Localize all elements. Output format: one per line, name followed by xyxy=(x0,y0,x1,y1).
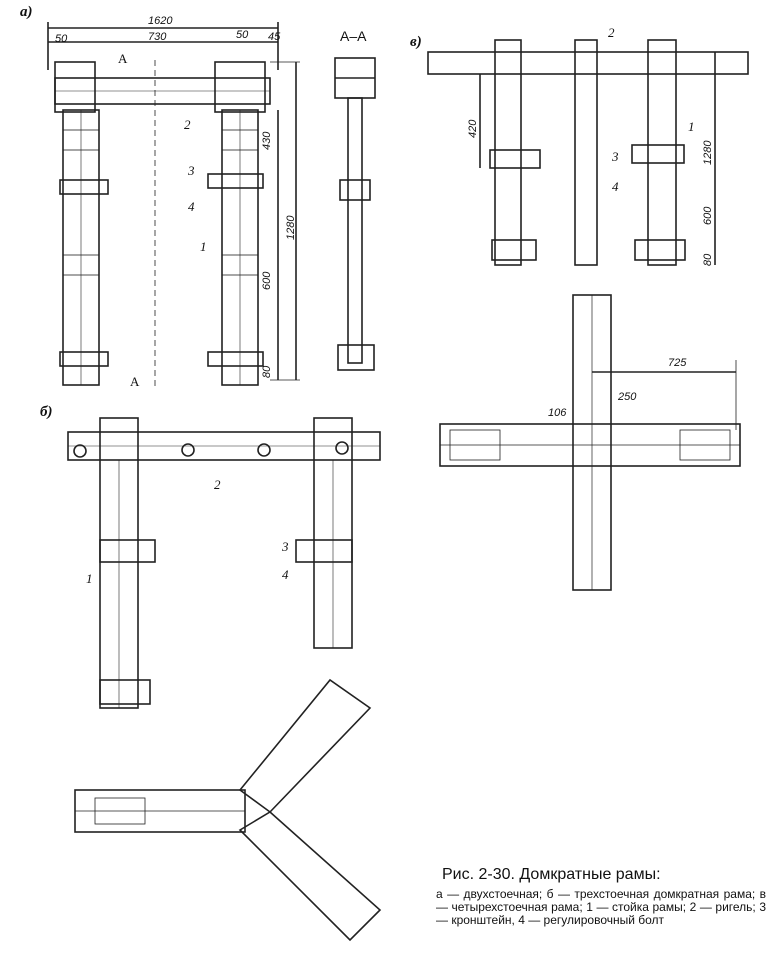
label-a-2: 2 xyxy=(184,117,191,132)
dim-a-left: 50 xyxy=(55,33,68,45)
dim-a-lower: 600 xyxy=(261,271,273,290)
frame-b-side xyxy=(67,417,381,709)
dim-cross-mid: 250 xyxy=(618,391,637,403)
label-v-4: 4 xyxy=(612,179,619,194)
label-v-2: 2 xyxy=(608,25,615,40)
dim-v-left: 420 xyxy=(467,119,479,138)
dim-a-right: 50 xyxy=(236,29,249,41)
dim-a-span: 730 xyxy=(148,31,167,43)
dim-a-upper: 430 xyxy=(261,131,273,150)
frame-v-side xyxy=(427,39,749,266)
label-a-1: 1 xyxy=(200,239,207,254)
dim-a-bottom: 80 xyxy=(261,365,273,378)
dim-a-height: 1280 xyxy=(285,215,297,240)
label-a-4: 4 xyxy=(188,199,195,214)
dim-cross-small: 106 xyxy=(548,407,567,419)
panel-label-a: а) xyxy=(20,4,33,20)
dim-a-edge: 45 xyxy=(268,31,281,43)
frame-v-plan xyxy=(439,294,741,591)
dim-a-total: 1620 xyxy=(148,15,173,27)
section-a-a xyxy=(334,57,376,371)
panel-label-b: б) xyxy=(40,404,53,420)
frame-b-plan xyxy=(74,678,382,942)
section-label: А–А xyxy=(340,28,367,44)
section-mark-top: А xyxy=(118,51,128,66)
frame-a xyxy=(47,22,300,390)
label-b-3: 3 xyxy=(282,539,289,554)
label-v-3: 3 xyxy=(612,149,619,164)
panel-label-v: в) xyxy=(410,34,422,50)
section-mark-bottom: А xyxy=(130,374,140,389)
dim-v-height: 1280 xyxy=(702,140,714,165)
label-a-3: 3 xyxy=(188,163,195,178)
label-v-1: 1 xyxy=(688,119,695,134)
label-b-2: 2 xyxy=(214,477,221,492)
dim-v-lower: 600 xyxy=(702,206,714,225)
label-b-4: 4 xyxy=(282,567,289,582)
figure-caption: Рис. 2-30. Домкратные рамы: а — двухстое… xyxy=(436,866,766,927)
caption-title: Рис. 2-30. Домкратные рамы: xyxy=(442,866,661,883)
label-b-1: 1 xyxy=(86,571,93,586)
dim-cross-arm: 725 xyxy=(668,357,687,369)
caption-text: а — двухстоечная; б — трехстоечная домкр… xyxy=(436,887,766,927)
dim-v-bottom: 80 xyxy=(702,253,714,266)
